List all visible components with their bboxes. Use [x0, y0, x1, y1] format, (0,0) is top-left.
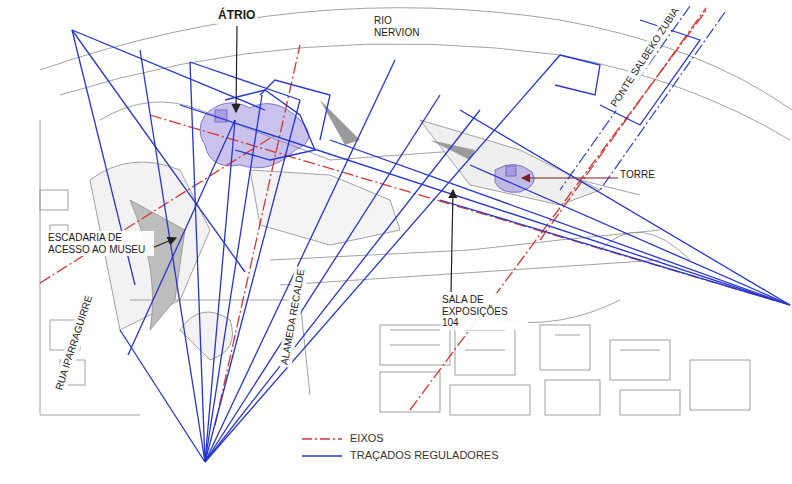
leader-arrow	[236, 26, 237, 112]
city-blocks	[380, 320, 750, 415]
legend-sample	[302, 455, 342, 457]
legend-text: EIXOS	[350, 432, 384, 445]
stair-label: ESCADARIA DE ACESSO AO MUSEU	[46, 231, 154, 256]
river-label: RIO NERVION	[372, 14, 438, 39]
leader-arrow	[451, 190, 453, 292]
tower-label: TORRE	[618, 168, 657, 182]
access-stair	[130, 200, 185, 330]
hatched-area	[320, 100, 360, 145]
street-label: RUA IPARRAGUIRRE	[52, 292, 97, 394]
street-label: ALAMEDA RECALDE	[277, 266, 308, 368]
plan-outline	[40, 8, 792, 415]
leader-arrow	[152, 238, 176, 248]
regulating-line	[72, 20, 790, 462]
axis-line	[40, 8, 790, 425]
atrium-label: ÁTRIO	[216, 8, 257, 24]
room-label: SALA DE EXPOSIÇÕES 104	[440, 293, 528, 330]
legend-text: TRAÇADOS REGULADORES	[350, 449, 499, 462]
legend-sample	[302, 438, 342, 440]
hatched-area	[430, 140, 475, 160]
bridge-axis	[560, 6, 725, 190]
